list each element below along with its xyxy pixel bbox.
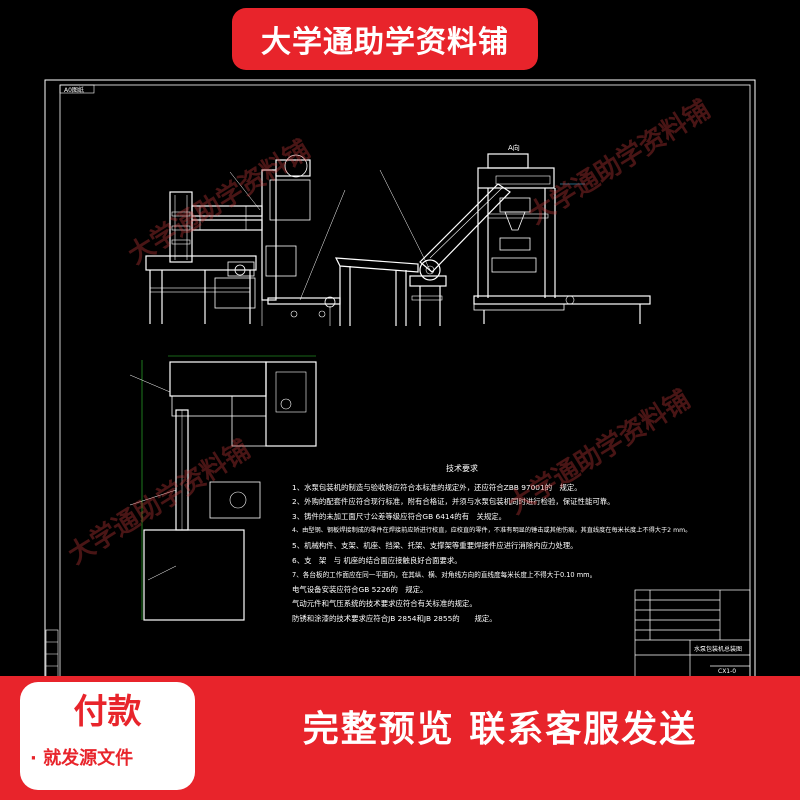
requirement-line: 电气设备安装应符合GB 5226的 规定。 (292, 584, 428, 594)
side-view (473, 153, 651, 324)
contact-cta[interactable]: 完整预览 联系客服发送 (302, 709, 698, 750)
pay-title[interactable]: 付款 (73, 692, 142, 732)
requirement-line: 气动元件和气压系统的技术要求应符合有关标准的规定。 (292, 599, 477, 609)
technical-requirements: 技术要求 1、水泵包装机的制造与验收除应符合本标准的规定外，还应符合ZBB 97… (292, 462, 692, 627)
frame-tag: A0图纸 (64, 87, 84, 94)
plan-view (143, 361, 317, 621)
title-block (634, 589, 751, 679)
store-banner: 大学通助学资料铺 (232, 8, 538, 70)
requirement-line: 6、支 架 与 机座的结合面应接触良好合面要求。 (292, 555, 462, 565)
requirement-line: 4、由型钢、钢板焊接制成的零件在焊接前应矫进行校直，应校直的零件，不准有明显的锤… (292, 527, 692, 535)
requirement-line: 5、机械构件、支架、机座、挡梁、托架、支撑架等重要焊接件应进行消除内应力处理。 (292, 540, 578, 550)
front-view (145, 154, 341, 326)
view-label: A向 (508, 144, 520, 152)
pay-subtitle: · 就发源文件 (30, 748, 134, 769)
pay-card[interactable] (20, 682, 195, 790)
title-block-sheet: CX1-0 (718, 668, 737, 675)
requirement-line: 7、各台板的工作面应在同一平面内，在其纵、横、对角线方向的直线度每米长度上不得大… (292, 571, 597, 580)
frame-tag-box (59, 84, 95, 94)
requirement-line: 防锈和涂漆的技术要求应符合JB 2854和JB 2855的 规定。 (292, 613, 497, 623)
inclined-conveyor (334, 183, 511, 326)
requirements-title: 技术要求 (446, 464, 478, 473)
requirement-line: 2、外购的配套件应符合现行标准，附有合格证，并须与水泵包装机同时进行检验，保证性… (292, 497, 615, 507)
requirement-line: 3、铸件的未加工面尺寸公差等级应符合GB 6414的有 关规定。 (292, 511, 507, 521)
requirement-line: 1、水泵包装机的制造与验收除应符合本标准的规定外，还应符合ZBB 97001的 … (292, 482, 582, 492)
title-block-name: 水泵包装机总装图 (694, 646, 743, 653)
